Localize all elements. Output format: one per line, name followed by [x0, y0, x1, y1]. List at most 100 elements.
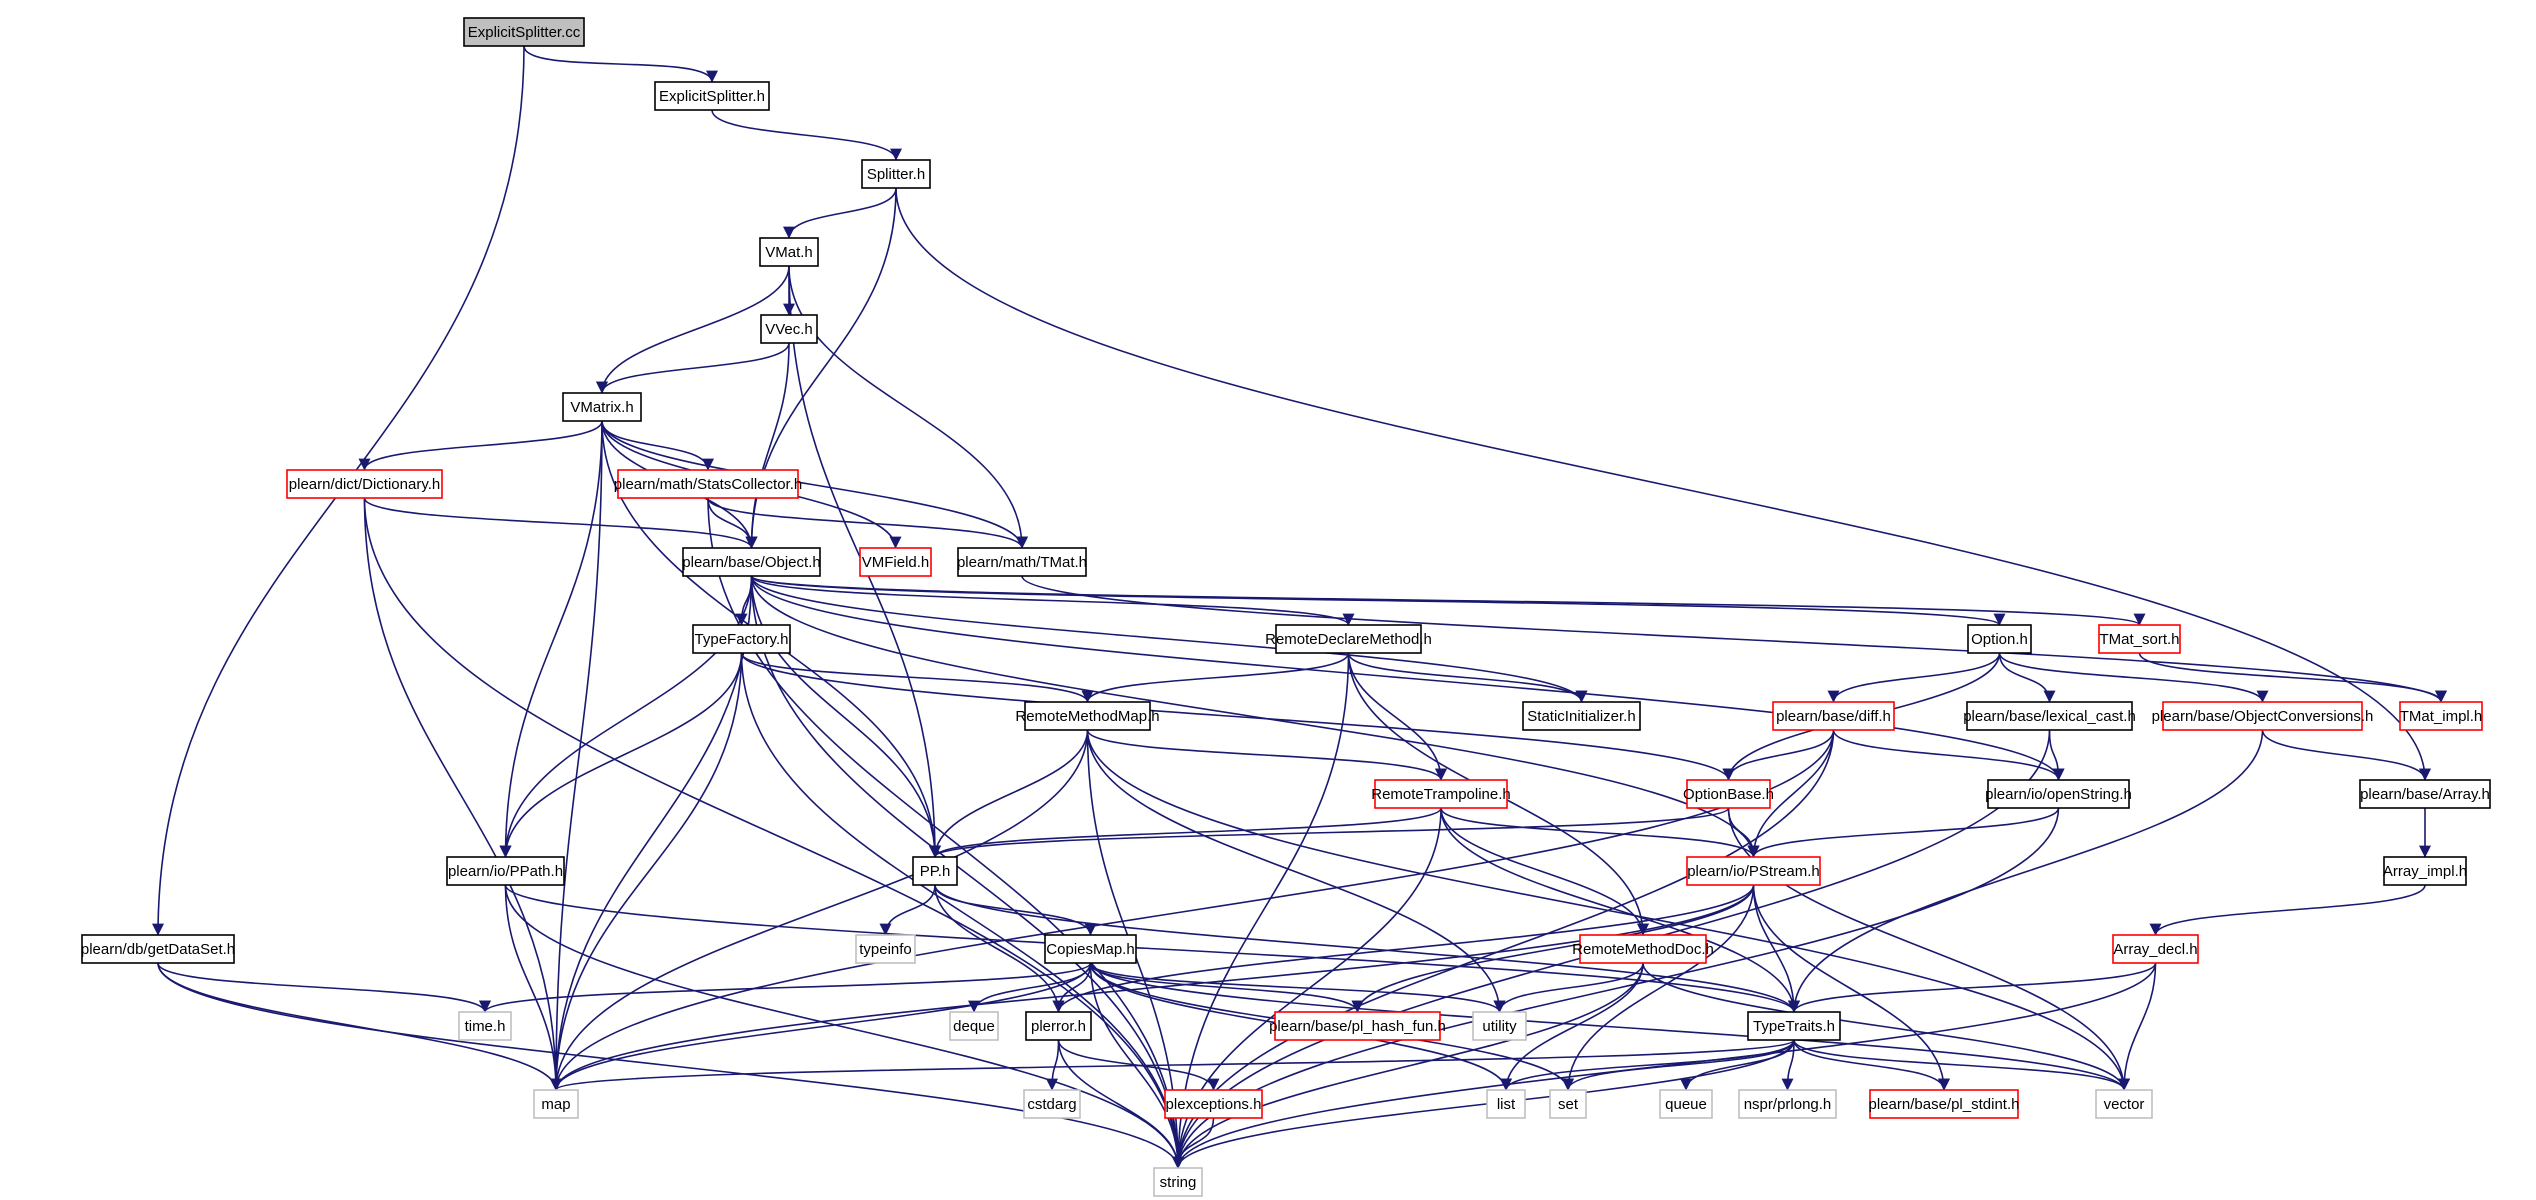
- node-label: queue: [1665, 1096, 1707, 1113]
- edge-remotemethoddoc-h-to-vector: [1642, 962, 2130, 1091]
- node-tmat-impl-h[interactable]: TMat_impl.h: [2399, 701, 2483, 731]
- edge-line: [550, 420, 603, 1091]
- node-cstdarg: cstdarg: [1023, 1089, 1081, 1119]
- node-label: RemoteTrampoline.h: [1371, 786, 1511, 803]
- node-box: [2399, 701, 2483, 731]
- node-remotemethoddoc-h[interactable]: RemoteMethodDoc.h: [1572, 934, 1714, 964]
- edge-line: [479, 962, 1092, 1013]
- node-box: [1659, 1089, 1713, 1119]
- node-pp-h[interactable]: PP.h: [912, 856, 958, 886]
- node-remotemethodmap-h[interactable]: RemoteMethodMap.h: [1015, 701, 1160, 731]
- edge-ppath-h-to-map: [504, 884, 562, 1091]
- node-string: string: [1153, 1167, 1203, 1197]
- edge-getdataset-h-to-string: [157, 962, 1184, 1169]
- edge-line: [504, 884, 562, 1091]
- node-label: nspr/prlong.h: [1744, 1096, 1832, 1113]
- edge-vmat-h-to-tmat-h: [788, 265, 1028, 549]
- node-box: [1987, 779, 2130, 809]
- node-array-decl-h[interactable]: Array_decl.h: [2112, 934, 2199, 964]
- node-statscollector-h[interactable]: plearn/math/StatsCollector.h: [614, 469, 802, 499]
- node-ppath-h[interactable]: plearn/io/PPath.h: [446, 856, 565, 886]
- edge-vmatrix-h-to-dictionary-h: [358, 420, 603, 471]
- edge-typetraits-h-to-prlong-h: [1781, 1039, 1795, 1091]
- node-getdataset-h[interactable]: plearn/db/getDataSet.h: [81, 934, 235, 964]
- node-option-h[interactable]: Option.h: [1967, 624, 2032, 654]
- node-label: plearn/base/Object.h: [682, 554, 820, 571]
- edge-line: [499, 652, 743, 858]
- edge-pstream-h-to-plerror-h: [1052, 884, 1755, 1013]
- node-box: [1579, 934, 1707, 964]
- node-tmat-h[interactable]: plearn/math/TMat.h: [957, 547, 1087, 577]
- node-box: [2383, 856, 2467, 886]
- node-copiesmap-h[interactable]: CopiesMap.h: [1044, 934, 1137, 964]
- edge-line: [1057, 1039, 1184, 1169]
- node-object-h[interactable]: plearn/base/Object.h: [682, 547, 821, 577]
- node-explicitsplitter-h[interactable]: ExplicitSplitter.h: [654, 81, 770, 111]
- node-vmfield-h[interactable]: VMField.h: [859, 547, 932, 577]
- edge-line: [1086, 729, 2130, 1091]
- node-staticinitializer-h[interactable]: StaticInitializer.h: [1522, 701, 1641, 731]
- edge-line: [750, 575, 2065, 781]
- node-box: [1772, 701, 1895, 731]
- node-openstring-h[interactable]: plearn/io/openString.h: [1985, 779, 2132, 809]
- node-array-h[interactable]: plearn/base/Array.h: [2359, 779, 2491, 809]
- edge-explicitsplitter-cc-to-explicitsplitter-h: [523, 45, 718, 83]
- edge-object-h-to-string: [750, 575, 1184, 1169]
- edge-line: [750, 575, 2145, 626]
- node-remotetrampoline-h[interactable]: RemoteTrampoline.h: [1371, 779, 1511, 809]
- node-box: [759, 237, 819, 267]
- edge-line: [707, 497, 758, 549]
- edge-line: [1089, 962, 2130, 1091]
- node-objectconversions-h[interactable]: plearn/base/ObjectConversions.h: [2152, 701, 2374, 731]
- node-label: PP.h: [920, 863, 951, 880]
- node-box: [533, 1089, 579, 1119]
- node-typetraits-h[interactable]: TypeTraits.h: [1747, 1011, 1841, 1041]
- node-array-impl-h[interactable]: Array_impl.h: [2383, 856, 2467, 886]
- edge-diff-h-to-openstring-h: [1832, 729, 2065, 781]
- edge-line: [1642, 962, 2130, 1091]
- node-lexical-cast-h[interactable]: plearn/base/lexical_cast.h: [1963, 701, 2136, 731]
- edge-dictionary-h-to-string: [363, 497, 1184, 1169]
- edge-statscollector-h-to-tmat-h: [707, 497, 1028, 549]
- node-box: [1967, 624, 2032, 654]
- node-label: time.h: [465, 1018, 506, 1035]
- node-typefactory-h[interactable]: TypeFactory.h: [692, 624, 791, 654]
- node-utility: utility: [1472, 1011, 1527, 1041]
- edge-vmatrix-h-to-map: [550, 420, 603, 1091]
- edge-line: [1827, 652, 2001, 703]
- node-pl-hash-fun-h[interactable]: plearn/base/pl_hash_fun.h: [1269, 1011, 1446, 1041]
- node-tmat-sort-h[interactable]: TMat_sort.h: [2098, 624, 2181, 654]
- edge-line: [596, 265, 790, 394]
- edge-copiesmap-h-to-plerror-h: [1052, 962, 1092, 1013]
- edge-line: [157, 962, 1184, 1169]
- edge-typetraits-h-to-list: [1500, 1039, 1795, 1091]
- node-label: list: [1497, 1096, 1516, 1113]
- edge-line: [550, 884, 1755, 1091]
- edge-dictionary-h-to-map: [363, 497, 562, 1091]
- edge-pp-h-to-copiesmap-h: [934, 884, 1097, 936]
- node-plerror-h[interactable]: plerror.h: [1025, 1011, 1092, 1041]
- node-pl-stdint-h[interactable]: plearn/base/pl_stdint.h: [1869, 1089, 2020, 1119]
- edge-ppath-h-to-string: [504, 884, 1184, 1169]
- edge-line: [1722, 729, 1835, 781]
- node-splitter-h[interactable]: Splitter.h: [861, 159, 931, 189]
- node-label: plearn/base/ObjectConversions.h: [2152, 708, 2374, 725]
- node-vmatrix-h[interactable]: VMatrix.h: [562, 392, 642, 422]
- node-label: plearn/base/pl_stdint.h: [1869, 1096, 2020, 1113]
- node-vmat-h[interactable]: VMat.h: [759, 237, 819, 267]
- node-pstream-h[interactable]: plearn/io/PStream.h: [1686, 856, 1821, 886]
- node-vvec-h[interactable]: VVec.h: [760, 314, 818, 344]
- edge-openstring-h-to-pstream-h: [1747, 807, 2060, 858]
- edge-line: [499, 420, 603, 858]
- edge-object-h-to-pp-h: [750, 575, 941, 858]
- edge-array-decl-h-to-vector: [2118, 962, 2157, 1091]
- node-diff-h[interactable]: plearn/base/diff.h: [1772, 701, 1895, 731]
- node-remotedeclaremethod-h[interactable]: RemoteDeclareMethod.h: [1265, 624, 1432, 654]
- node-optionbase-h[interactable]: OptionBase.h: [1683, 779, 1774, 809]
- edge-remotemethoddoc-h-to-string: [1172, 962, 1644, 1169]
- node-dictionary-h[interactable]: plearn/dict/Dictionary.h: [286, 469, 443, 499]
- edge-line: [879, 884, 936, 936]
- node-explicitsplitter-cc[interactable]: ExplicitSplitter.cc: [463, 17, 585, 47]
- node-plexceptions-h[interactable]: plexceptions.h: [1164, 1089, 1263, 1119]
- node-label: TypeTraits.h: [1753, 1018, 1835, 1035]
